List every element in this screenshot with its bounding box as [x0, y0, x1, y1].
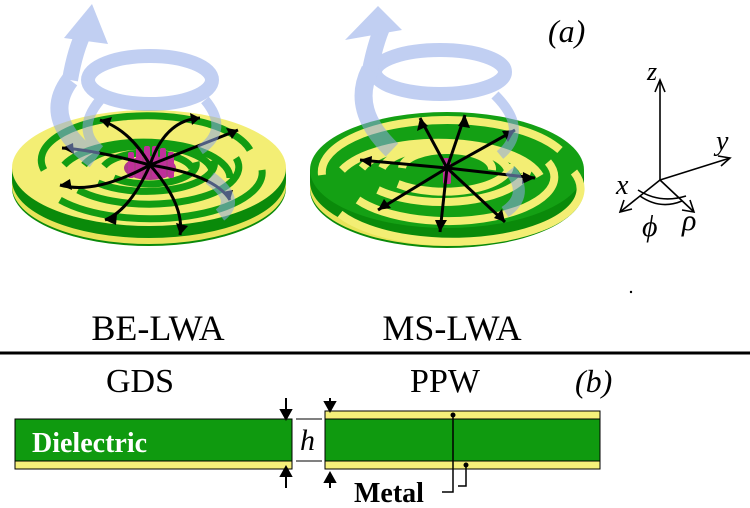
ms-lwa-spiral-strips — [317, 116, 585, 246]
ms-lwa-oam-wave — [345, 6, 525, 217]
dielectric-label: Dielectric — [32, 428, 147, 459]
thickness-markers — [279, 398, 337, 488]
be-lwa-caption: BE-LWA — [91, 308, 224, 348]
y-axis-label: y — [713, 126, 729, 157]
gds-cross-section: Dielectric — [14, 418, 293, 470]
ppw-title: PPW — [410, 363, 481, 400]
gds-ground-metal — [14, 460, 293, 470]
metal-pointer-dot-bottom — [463, 462, 469, 468]
ppw-top-metal — [324, 410, 601, 420]
ms-lwa-caption: MS-LWA — [382, 308, 521, 348]
metal-pointer-top — [442, 415, 454, 493]
rho-arrowhead — [681, 199, 696, 214]
y-axis-arrowhead — [717, 155, 732, 167]
stray-dot — [629, 290, 633, 294]
ppw-cross-section — [324, 410, 601, 470]
rho-label: ρ — [681, 204, 696, 237]
x-axis-arrowhead — [618, 199, 633, 214]
rho-vector — [659, 179, 695, 213]
coordinate-axes — [618, 77, 732, 214]
ppw-bottom-metal — [324, 460, 601, 470]
gds-title: GDS — [106, 363, 174, 400]
be-lwa-antenna — [12, 4, 286, 246]
axis-labels: z y x ϕ ρ — [615, 57, 729, 243]
metal-pointer-bottom — [458, 465, 467, 487]
z-axis-arrowhead — [654, 77, 666, 93]
ms-lwa-antenna — [310, 6, 585, 248]
metal-pointers — [442, 415, 467, 493]
panel-b-label: (b) — [575, 363, 612, 399]
thickness-label: h — [300, 424, 315, 457]
metal-label: Metal — [354, 478, 424, 508]
panel-b: (b) GDS PPW Dielectric h — [14, 363, 612, 508]
phi-label: ϕ — [642, 210, 658, 243]
x-axis-label: x — [615, 170, 629, 201]
ppw-dielectric — [324, 418, 601, 462]
phi-arc-outer — [637, 189, 687, 200]
gds-dielectric — [14, 418, 293, 462]
phi-arc — [639, 195, 683, 206]
z-axis-label: z — [646, 57, 657, 86]
panel-a: (a) — [12, 4, 732, 348]
y-axis — [659, 157, 731, 181]
metal-pointer-dot-top — [450, 412, 456, 418]
panel-a-label: (a) — [548, 13, 585, 49]
be-lwa-oam-wave — [50, 4, 235, 221]
